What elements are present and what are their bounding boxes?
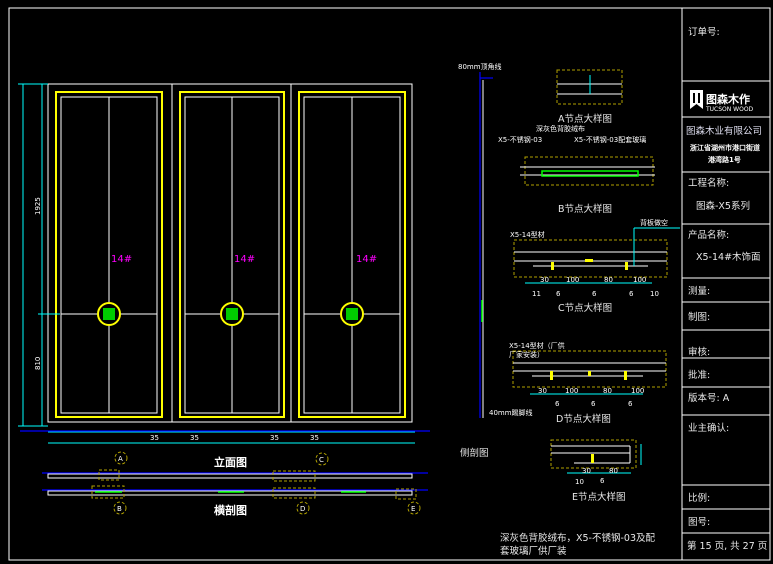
dimension-height: 1925	[34, 197, 42, 215]
project-value: 图森-X5系列	[696, 200, 750, 212]
dimension: 30	[538, 387, 547, 395]
top-molding-label: 80mm顶角线	[458, 62, 502, 71]
detail-d-title: D节点大样图	[556, 413, 611, 425]
owner-confirm-label: 业主确认:	[688, 422, 729, 434]
callout-letter: E	[411, 505, 415, 513]
note: X5-14型材（厂供	[509, 341, 565, 350]
review-label: 审核:	[688, 346, 710, 358]
drafting-label: 制图:	[688, 311, 710, 323]
dimension: 6	[629, 290, 634, 298]
detail-d: X5-14型材（厂供 厂家安装） 30 100 80 100 6 6 6 D节点…	[509, 341, 667, 425]
drawing-no-label: 图号:	[688, 517, 710, 528]
dimension: 80	[609, 467, 618, 475]
note: 背板做空	[640, 218, 668, 227]
dimension-width: 35	[190, 434, 199, 442]
dimension-width: 35	[270, 434, 279, 442]
dimension: 6	[628, 400, 633, 408]
panel-label: 14#	[234, 254, 255, 265]
dimension: 10	[575, 478, 584, 486]
note: X5-14型材	[510, 230, 545, 239]
footnote-line-1: 深灰色背胶绒布，X5-不锈钢-03及配	[500, 532, 655, 544]
callout-e	[407, 501, 421, 515]
dimension: 80	[603, 387, 612, 395]
elevation-view: 14# 14# 14# 1925 810	[18, 83, 430, 469]
callout-letter: C	[319, 456, 324, 464]
note: 厂家安装）	[509, 350, 544, 359]
detail-e: 30 80 10 6 E节点大样图	[550, 439, 642, 503]
note: 深灰色背胶绒布	[536, 124, 585, 133]
dimension-width: 35	[150, 434, 159, 442]
logo-subtext: TUCSON WOOD	[705, 106, 754, 113]
detail-a-title: A节点大样图	[558, 113, 612, 125]
baseboard-label: 40mm踢脚线	[489, 408, 533, 417]
dimension: 100	[631, 387, 644, 395]
dimension: 30	[540, 276, 549, 284]
dimension: 10	[650, 290, 659, 298]
callout-b	[113, 501, 127, 515]
callout-letter: A	[118, 455, 123, 463]
drawing-border	[8, 7, 771, 561]
company-name: 图森木业有限公司	[686, 125, 762, 137]
version-label: 版本号: A	[688, 392, 730, 404]
dimension: 6	[556, 290, 561, 298]
callout-d	[296, 501, 310, 515]
detail-a: A节点大样图	[556, 69, 623, 125]
dimension: 100	[633, 276, 646, 284]
dimension: 100	[566, 276, 579, 284]
page-indicator: 第 15 页, 共 27 页	[687, 540, 767, 552]
dimension: 100	[565, 387, 578, 395]
dimension: 11	[532, 290, 541, 298]
detail-b: 深灰色背胶绒布 X5-不锈钢-03 X5-不锈钢-03配套玻璃 B节点大样图	[498, 124, 655, 215]
company-address: 港湾路1号	[708, 155, 741, 164]
detail-c-title: C节点大样图	[558, 302, 612, 314]
survey-label: 测量:	[688, 286, 710, 297]
company-logo: 图森木作 TUCSON WOOD	[690, 90, 754, 113]
detail-e-title: E节点大样图	[572, 491, 626, 503]
dimension: 6	[555, 400, 560, 408]
note: X5-不锈钢-03配套玻璃	[574, 135, 646, 144]
callout-letter: D	[300, 505, 305, 513]
door-panel: 14#	[298, 91, 406, 418]
order-no-label: 订单号:	[688, 26, 720, 38]
dimension: 6	[592, 290, 597, 298]
dimension: 6	[591, 400, 596, 408]
note: X5-不锈钢-03	[498, 135, 542, 144]
title-block: 订单号: 图森木作 TUCSON WOOD 图森木业有限公司 浙江省湖州市港口街…	[682, 26, 770, 552]
elevation-title: 立面图	[214, 455, 247, 469]
side-section-view: 80mm顶角线 40mm踢脚线 侧剖图	[458, 62, 533, 459]
product-value: X5-14#木饰面	[696, 251, 761, 263]
dimension-width: 35	[310, 434, 319, 442]
cross-section-view: A B C D E 横剖图	[42, 451, 428, 517]
dimension: 30	[582, 467, 591, 475]
callout-c	[315, 452, 329, 466]
door-panel: 14#	[55, 91, 163, 418]
footnote-line-2: 套玻璃厂供厂装	[500, 545, 567, 557]
scale-label: 比例:	[688, 492, 710, 504]
dimension-height: 810	[34, 357, 42, 370]
section-title: 横剖图	[214, 503, 247, 517]
detail-c: X5-14型材 背板做空 30 100 80 100 11 6 6 6 10 C…	[510, 218, 680, 314]
panel-label: 14#	[356, 254, 377, 265]
panel-label: 14#	[111, 254, 132, 265]
product-label: 产品名称:	[688, 229, 729, 241]
project-label: 工程名称:	[688, 177, 729, 189]
side-section-title: 侧剖图	[460, 447, 489, 459]
door-panel: 14#	[179, 91, 285, 418]
dimension: 6	[600, 477, 605, 485]
dimension: 80	[604, 276, 613, 284]
callout-letter: B	[117, 505, 122, 513]
callout-a	[114, 451, 128, 465]
logo-text: 图森木作	[706, 92, 750, 106]
company-address: 浙江省湖州市港口街道	[690, 143, 760, 152]
approve-label: 批准:	[688, 369, 710, 381]
detail-b-title: B节点大样图	[558, 203, 612, 215]
